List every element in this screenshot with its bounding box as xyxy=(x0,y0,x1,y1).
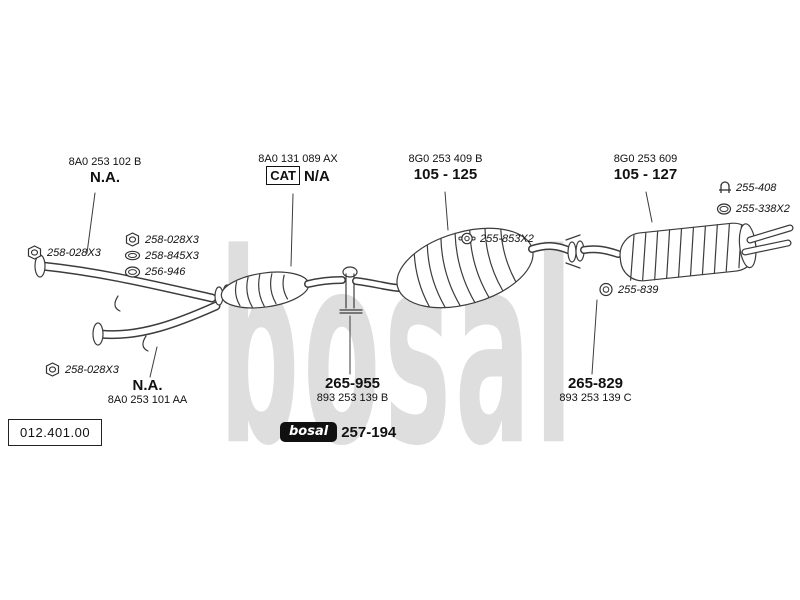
label-center-fitting-kit: 265-955 893 253 139 B xyxy=(305,374,400,404)
bosal-logo: bosal xyxy=(280,422,338,442)
part-number: 256-946 xyxy=(145,266,186,278)
bosal-code: 257-194 xyxy=(341,424,397,441)
part-number: 258-845X3 xyxy=(145,249,199,262)
oem-number: 8A0 253 102 B xyxy=(68,156,142,168)
label-front-pipe-lower: N.A. 8A0 253 101 AA xyxy=(95,376,200,406)
flange-gasket-icon xyxy=(458,232,476,245)
label-rear-muffler: 8G0 253 609 105 - 127 xyxy=(598,153,693,183)
hex-nut-icon xyxy=(125,232,140,247)
hanger-bracket xyxy=(339,266,363,314)
ring-icon xyxy=(599,282,613,297)
bosal-code: 265-955 xyxy=(324,375,381,392)
label-center-muffler: 8G0 253 409 B 105 - 125 xyxy=(398,153,493,183)
hex-nut-icon xyxy=(45,362,60,377)
label-clamp-257-194: bosal 257-194 xyxy=(280,422,396,442)
oem-number: 8A0 131 089 AX xyxy=(258,153,338,165)
bosal-code: 105 - 127 xyxy=(613,166,678,183)
hardware-clamp-255-408: 255-408 xyxy=(718,180,776,195)
bosal-code: N.A. xyxy=(132,377,163,394)
oem-number: 8A0 253 101 AA xyxy=(107,394,188,406)
cat-tag: CAT xyxy=(266,166,300,185)
label-front-pipe: 8A0 253 102 B N.A. xyxy=(50,156,160,186)
hardware-ring-256-946: 256-946 xyxy=(124,265,185,279)
part-number: 255-408 xyxy=(736,181,777,194)
part-number: 255-839 xyxy=(618,283,659,296)
part-number: 255-853X2 xyxy=(480,232,534,245)
hardware-gasket-255-853: 255-853X2 xyxy=(458,231,534,246)
front-pipes xyxy=(34,254,221,352)
label-catalyst: 8A0 131 089 AX CAT N/A xyxy=(246,153,350,185)
bosal-code: N.A. xyxy=(90,169,120,186)
label-rear-fitting-kit: 265-829 893 253 139 C xyxy=(548,374,643,404)
oem-number: 8G0 253 409 B xyxy=(408,153,483,165)
part-number: 258-028X3 xyxy=(145,233,199,246)
hardware-ring-255-338: 255-338X2 xyxy=(716,202,790,216)
part-number: 258-028X3 xyxy=(47,246,101,259)
part-number: 255-338X2 xyxy=(736,203,790,215)
rear-muffler xyxy=(619,222,794,282)
center-muffler xyxy=(396,227,572,309)
ring-icon xyxy=(124,266,141,278)
flange-joint xyxy=(565,234,622,269)
oem-number: 8G0 253 609 xyxy=(613,153,678,165)
hex-nut-icon xyxy=(27,245,42,260)
diagram-code-box: 012.401.00 xyxy=(8,419,103,446)
oem-number: 893 253 139 B xyxy=(316,392,389,404)
oem-number: 893 253 139 C xyxy=(559,392,632,404)
gasket-icon xyxy=(124,250,141,261)
hardware-nut-mid: 258-028X3 xyxy=(124,232,199,247)
hardware-ring-255-839: 255-839 xyxy=(598,282,658,297)
bosal-code: 105 - 125 xyxy=(413,166,478,183)
hardware-nut-front: 258-028X3 xyxy=(26,245,101,260)
bosal-code: N/A xyxy=(303,167,330,185)
hardware-gasket-258-845: 258-845X3 xyxy=(124,249,199,262)
ring-icon xyxy=(716,203,732,215)
catalytic-converter xyxy=(214,271,346,309)
leader-lines xyxy=(86,191,653,378)
part-number: 258-028X3 xyxy=(65,363,119,376)
bosal-code: 265-829 xyxy=(567,375,624,392)
clamp-icon xyxy=(719,181,731,193)
hardware-nut-lower: 258-028X3 xyxy=(44,362,119,377)
